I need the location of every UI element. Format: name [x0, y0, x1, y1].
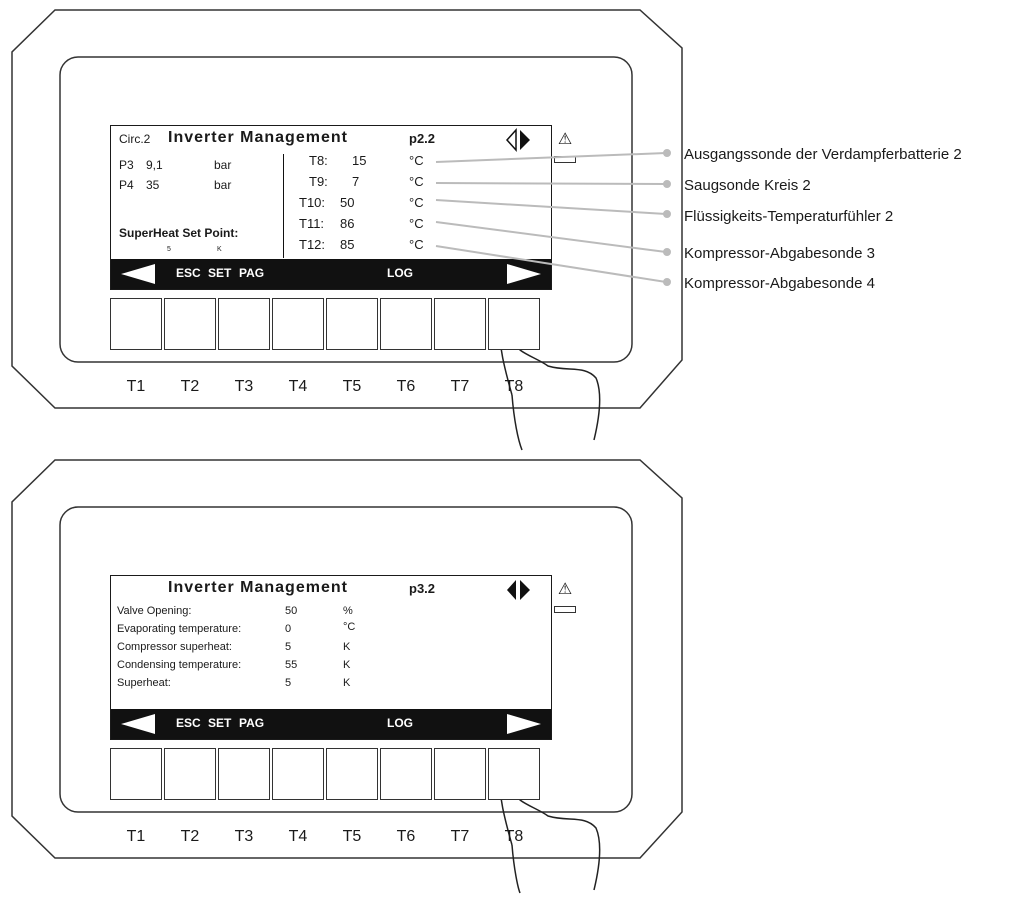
row-unit: K	[343, 676, 350, 690]
key-label: T3	[224, 828, 264, 846]
status-led	[554, 606, 576, 613]
row-label: Compressor superheat:	[117, 640, 232, 654]
row-value: 0	[285, 622, 291, 636]
panel-page-3-2: Inverter Management p3.2 Valve Opening: …	[0, 450, 1025, 900]
warning-icon: ⚠	[554, 581, 576, 599]
navigation-diamond-icon	[503, 576, 537, 604]
row-label: Superheat:	[117, 676, 171, 690]
row-unit: K	[343, 640, 350, 654]
pag-label: PAG	[239, 716, 264, 730]
esc-label: ESC	[176, 716, 201, 730]
page-number: p3.2	[409, 582, 435, 596]
row-label: Condensing temperature:	[117, 658, 241, 672]
row-value: 50	[285, 604, 297, 618]
callout-label: Ausgangssonde der Verdampferbatterie 2	[684, 146, 962, 164]
key-label: T1	[116, 828, 156, 846]
set-label: SET	[208, 716, 231, 730]
lcd-display: Inverter Management p3.2 Valve Opening: …	[110, 575, 552, 740]
callout-label: Saugsonde Kreis 2	[684, 177, 811, 195]
key-t2[interactable]	[164, 748, 216, 800]
key-t1[interactable]	[110, 748, 162, 800]
callout-label: Flüssigkeits-Temperaturfühler 2	[684, 208, 893, 226]
page-title: Inverter Management	[168, 579, 348, 597]
key-label: T5	[332, 828, 372, 846]
right-arrow-icon	[507, 714, 541, 734]
key-t7[interactable]	[434, 748, 486, 800]
panel-page-2-2: Circ.2 Inverter Management p2.2 P3 9,1 b…	[0, 0, 1025, 450]
log-label: LOG	[387, 716, 413, 730]
row-value: 5	[285, 640, 291, 654]
key-label: T4	[278, 828, 318, 846]
key-t6[interactable]	[380, 748, 432, 800]
key-t5[interactable]	[326, 748, 378, 800]
softkey-bar: ESC SET PAG LOG	[111, 709, 551, 739]
key-label: T7	[440, 828, 480, 846]
key-t3[interactable]	[218, 748, 270, 800]
row-unit: %	[343, 604, 353, 618]
row-label: Evaporating temperature:	[117, 622, 241, 636]
key-t8[interactable]	[488, 748, 540, 800]
callout-label: Kompressor-Abgabesonde 3	[684, 245, 875, 263]
callout-label: Kompressor-Abgabesonde 4	[684, 275, 875, 293]
key-label: T8	[494, 828, 534, 846]
key-t4[interactable]	[272, 748, 324, 800]
row-label: Valve Opening:	[117, 604, 191, 618]
left-arrow-icon	[121, 714, 155, 734]
row-value: 5	[285, 676, 291, 690]
key-label: T6	[386, 828, 426, 846]
function-keys	[110, 748, 542, 800]
row-value: 55	[285, 658, 297, 672]
row-unit: °C	[343, 620, 355, 634]
key-label: T2	[170, 828, 210, 846]
row-unit: K	[343, 658, 350, 672]
